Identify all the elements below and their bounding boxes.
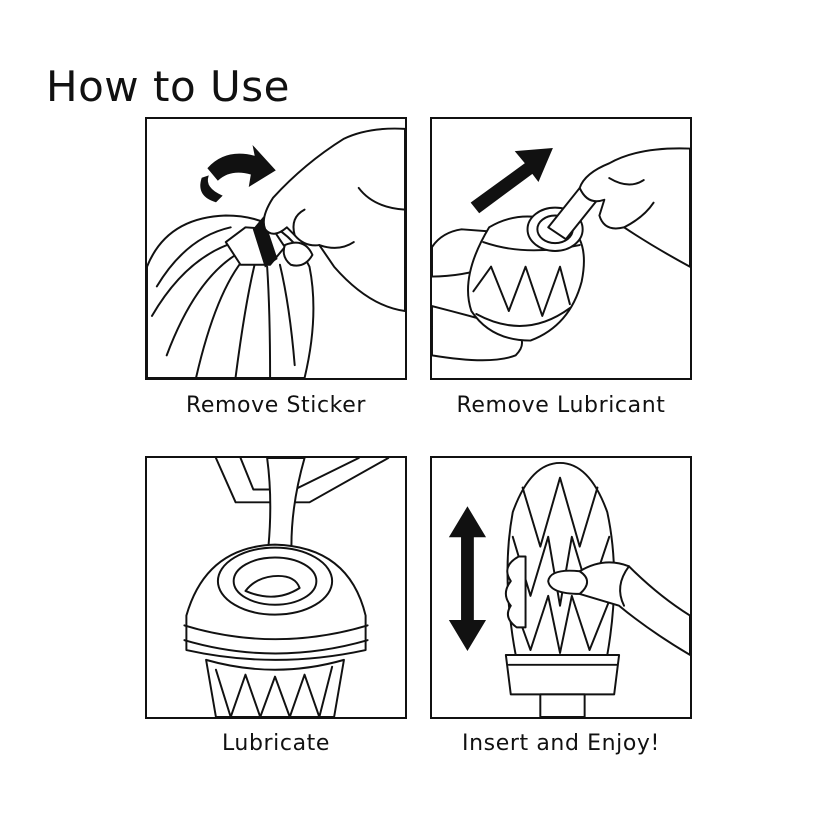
step-panel-remove-lubricant	[430, 117, 692, 380]
step-panel-insert-enjoy	[430, 456, 692, 719]
step-caption-remove-lubricant: Remove Lubricant	[456, 393, 666, 418]
remove-lubricant-illustration	[432, 147, 690, 362]
page-title: How to Use	[46, 62, 290, 112]
insert-illustration	[448, 461, 690, 717]
remove-sticker-illustration	[147, 127, 405, 378]
step-caption-remove-sticker: Remove Sticker	[185, 393, 366, 418]
step-caption-insert-enjoy: Insert and Enjoy!	[462, 731, 660, 756]
step-caption-lubricate: Lubricate	[221, 731, 331, 756]
step-panel-remove-sticker	[145, 117, 407, 380]
step-panel-lubricate	[145, 456, 407, 719]
lubricate-illustration	[183, 458, 390, 717]
